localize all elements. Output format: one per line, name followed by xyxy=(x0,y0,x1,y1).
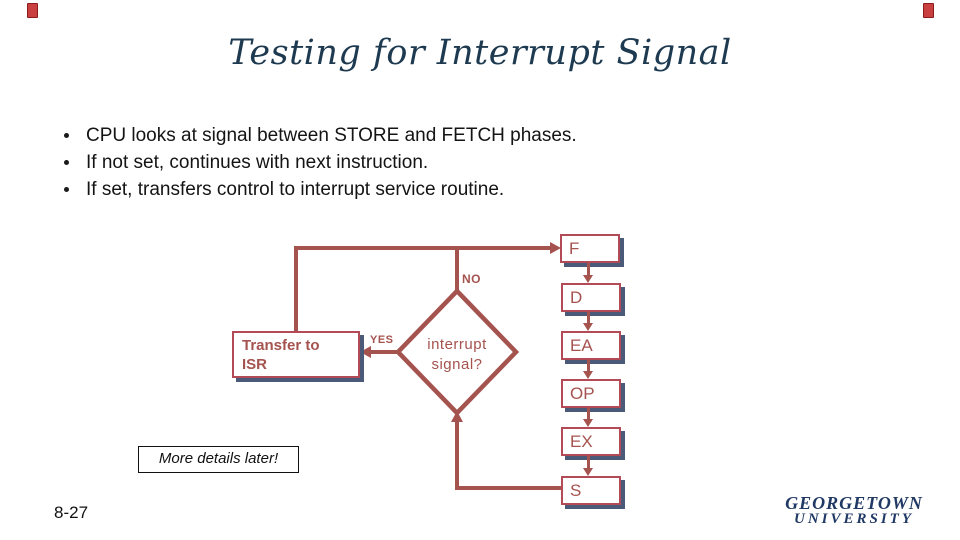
logo-line1: GEORGETOWN xyxy=(785,493,923,513)
transfer-line2: ISR xyxy=(242,356,268,373)
down-arrow-icon xyxy=(583,275,593,283)
flow-connector xyxy=(294,246,550,250)
flow-box-label: EX xyxy=(570,432,593,451)
flow-box-label: EA xyxy=(570,336,593,355)
flow-connector xyxy=(587,360,590,371)
flow-box-label: OP xyxy=(570,384,595,403)
list-item: If set, transfers control to interrupt s… xyxy=(60,176,720,203)
page-title: Testing for Interrupt Signal xyxy=(228,33,732,73)
down-arrow-icon xyxy=(583,468,593,476)
flow-connector xyxy=(587,408,590,419)
left-arrow-icon xyxy=(360,346,371,358)
flow-connector xyxy=(587,312,590,323)
branch-label-no: NO xyxy=(462,272,481,286)
bullet-icon xyxy=(64,160,69,165)
down-arrow-icon xyxy=(583,419,593,427)
down-arrow-icon xyxy=(583,371,593,379)
bullet-icon xyxy=(64,187,69,192)
list-item: If not set, continues with next instruct… xyxy=(60,149,720,176)
right-arrow-icon xyxy=(550,242,561,254)
note-box: More details later! xyxy=(138,446,299,473)
flow-connector xyxy=(455,486,561,490)
transfer-line1: Transfer to xyxy=(242,337,320,354)
bullet-text: If not set, continues with next instruct… xyxy=(86,152,429,173)
flow-box-ea: EA xyxy=(561,331,621,360)
flow-connector xyxy=(455,246,459,292)
flow-box-decode: D xyxy=(561,283,621,312)
flow-box-ex: EX xyxy=(561,427,621,456)
flow-box-label: F xyxy=(569,239,580,258)
decision-line2: signal? xyxy=(431,356,483,373)
list-item: CPU looks at signal between STORE and FE… xyxy=(60,122,720,149)
flow-connector xyxy=(294,246,298,331)
flow-box-label: D xyxy=(570,288,583,307)
flow-box-transfer-isr: Transfer to ISR xyxy=(232,331,360,378)
page-number: 8-27 xyxy=(54,503,89,522)
decision-text: interrupt signal? xyxy=(397,335,517,375)
bullet-list: CPU looks at signal between STORE and FE… xyxy=(60,122,720,203)
bullet-text: CPU looks at signal between STORE and FE… xyxy=(86,125,577,146)
slide-corner-accent-left-icon xyxy=(27,3,38,18)
flow-connector xyxy=(455,420,459,488)
slide-corner-accent-right-icon xyxy=(923,3,934,18)
up-arrow-icon xyxy=(451,411,463,422)
down-arrow-icon xyxy=(583,323,593,331)
flow-connector xyxy=(587,263,590,275)
flow-box-label: S xyxy=(570,481,582,500)
bullet-text: If set, transfers control to interrupt s… xyxy=(86,179,505,200)
georgetown-logo: GEORGETOWN UNIVERSITY xyxy=(748,494,960,527)
flow-connector xyxy=(371,350,399,354)
logo-line2: UNIVERSITY xyxy=(793,511,915,527)
decision-line1: interrupt xyxy=(427,336,487,353)
branch-label-yes: YES xyxy=(370,334,394,346)
flow-box-fetch: F xyxy=(560,234,620,263)
bullet-icon xyxy=(64,133,69,138)
flow-box-store: S xyxy=(561,476,621,505)
flow-connector xyxy=(587,456,590,468)
flow-box-op: OP xyxy=(561,379,621,408)
